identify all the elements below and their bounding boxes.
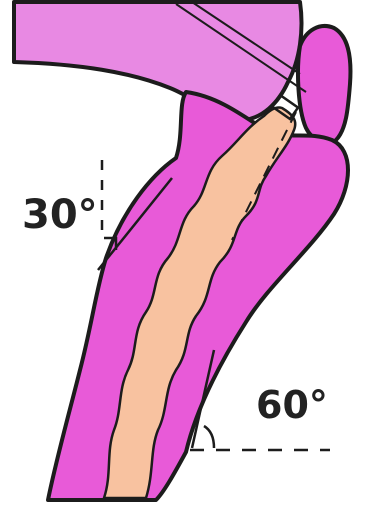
angle-60-label: 60°	[256, 383, 328, 427]
angle-30-label: 30°	[22, 192, 98, 238]
upper-tip	[298, 26, 350, 143]
